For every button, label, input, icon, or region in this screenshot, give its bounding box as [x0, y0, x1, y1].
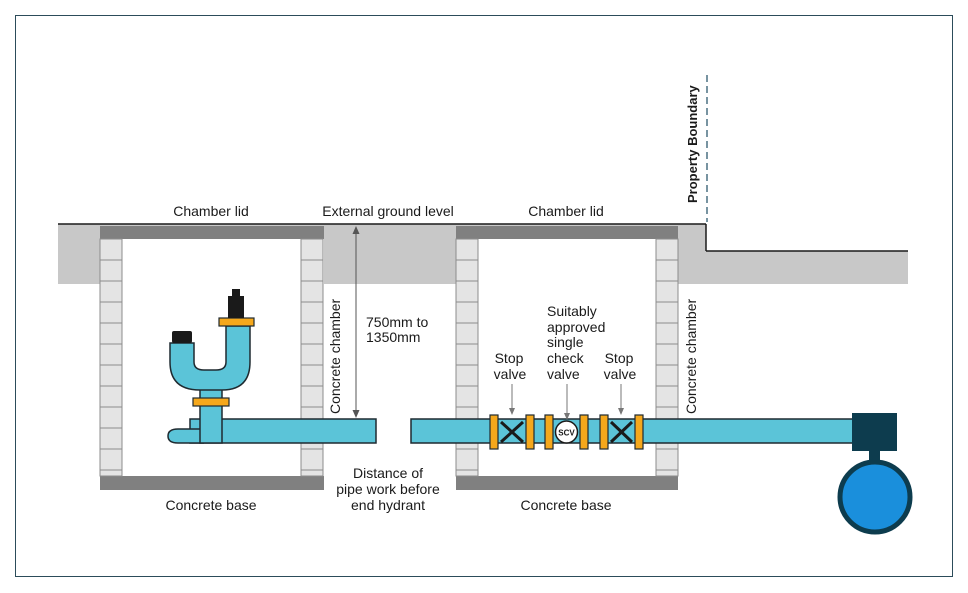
- meter-body: [852, 413, 897, 451]
- check-valve-label-line2: approved: [547, 319, 605, 335]
- distance-label-line2: pipe work before: [336, 481, 440, 497]
- chamber-lid-left-label: Chamber lid: [173, 203, 248, 219]
- brick: [655, 280, 679, 303]
- concrete-base-right-label: Concrete base: [520, 497, 611, 513]
- concrete-chamber-left-label: Concrete chamber: [327, 298, 343, 414]
- right-chamber-lid: [456, 226, 678, 239]
- brick: [455, 469, 479, 477]
- brick: [655, 343, 679, 366]
- brick: [99, 259, 123, 282]
- brick: [455, 238, 479, 261]
- single-check-valve: [544, 414, 589, 450]
- brick: [455, 259, 479, 282]
- brick: [655, 448, 679, 471]
- brick: [300, 385, 324, 408]
- stop-valve-right-label-line1: Stop: [605, 350, 634, 366]
- hydrant-assembly: [167, 289, 255, 444]
- brick: [655, 469, 679, 477]
- hydrant-top-flange: [218, 317, 255, 327]
- brick: [300, 322, 324, 345]
- right-chamber-right-wall: [655, 238, 679, 477]
- depth-label-line1: 750mm to: [366, 314, 428, 330]
- right-chamber-left-wall: [455, 238, 479, 477]
- brick: [99, 406, 123, 429]
- brick: [455, 448, 479, 471]
- stop-valve-left-label-line1: Stop: [495, 350, 524, 366]
- brick: [99, 469, 123, 477]
- check-valve-label-line4: check: [547, 350, 585, 366]
- right-concrete-base: [456, 476, 678, 490]
- hydrant-riser: [199, 388, 223, 444]
- brick: [99, 301, 123, 324]
- brick: [99, 364, 123, 387]
- depth-label-line2: 1350mm: [366, 329, 420, 345]
- brick: [300, 448, 324, 471]
- check-valve-label-line3: single: [547, 334, 584, 350]
- brick: [655, 322, 679, 345]
- meter-dial: [837, 459, 913, 535]
- brick: [99, 280, 123, 303]
- left-chamber-left-wall: [99, 238, 123, 477]
- brick: [99, 343, 123, 366]
- brick: [455, 280, 479, 303]
- brick: [99, 448, 123, 471]
- valve-pointer-arrows: [509, 384, 624, 420]
- stop-valve-right-label-line2: valve: [604, 366, 637, 382]
- brick: [300, 301, 324, 324]
- hydrant-valve-spindle: [232, 289, 240, 297]
- brick: [99, 385, 123, 408]
- brick: [300, 343, 324, 366]
- hydrant-outlet-stub: [167, 428, 204, 444]
- pipe-segment-right: [410, 418, 857, 444]
- brick: [655, 385, 679, 408]
- stop-valve-left: [489, 414, 535, 450]
- distance-label-line3: end hydrant: [351, 497, 425, 513]
- property-boundary-label: Property Boundary: [685, 84, 700, 203]
- brick: [300, 469, 324, 477]
- brick: [455, 301, 479, 324]
- distance-label-line1: Distance of: [353, 465, 423, 481]
- check-valve-label-line5: valve: [547, 366, 580, 382]
- stop-valve-left-label-line2: valve: [494, 366, 527, 382]
- hydrant-valve-head: [228, 296, 244, 318]
- brick: [455, 364, 479, 387]
- brick: [300, 238, 324, 261]
- water-meter: [837, 413, 913, 535]
- brick: [655, 238, 679, 261]
- brick: [300, 259, 324, 282]
- depth-dimension-arrow: [352, 226, 360, 418]
- brick: [300, 364, 324, 387]
- brick: [300, 280, 324, 303]
- hydrant-flange: [192, 397, 230, 407]
- brick: [99, 427, 123, 450]
- brick: [655, 259, 679, 282]
- brick: [455, 385, 479, 408]
- external-ground-level-label: External ground level: [322, 203, 454, 219]
- chamber-lid-right-label: Chamber lid: [528, 203, 603, 219]
- check-valve-label-line1: Suitably: [547, 303, 597, 319]
- concrete-chamber-right-label: Concrete chamber: [683, 298, 699, 414]
- scv-label: SCV: [558, 429, 575, 438]
- concrete-base-left-label: Concrete base: [165, 497, 256, 513]
- brick: [99, 322, 123, 345]
- scv-disc: [554, 420, 579, 444]
- brick: [455, 343, 479, 366]
- left-chamber: [99, 226, 324, 490]
- brick: [99, 238, 123, 261]
- stop-valve-right: [599, 414, 644, 450]
- hydrant-left-cap: [172, 331, 192, 343]
- left-chamber-lid: [100, 226, 324, 239]
- brick: [455, 322, 479, 345]
- meter-stem: [869, 451, 880, 463]
- left-concrete-base: [100, 476, 324, 490]
- brick: [655, 301, 679, 324]
- brick: [655, 364, 679, 387]
